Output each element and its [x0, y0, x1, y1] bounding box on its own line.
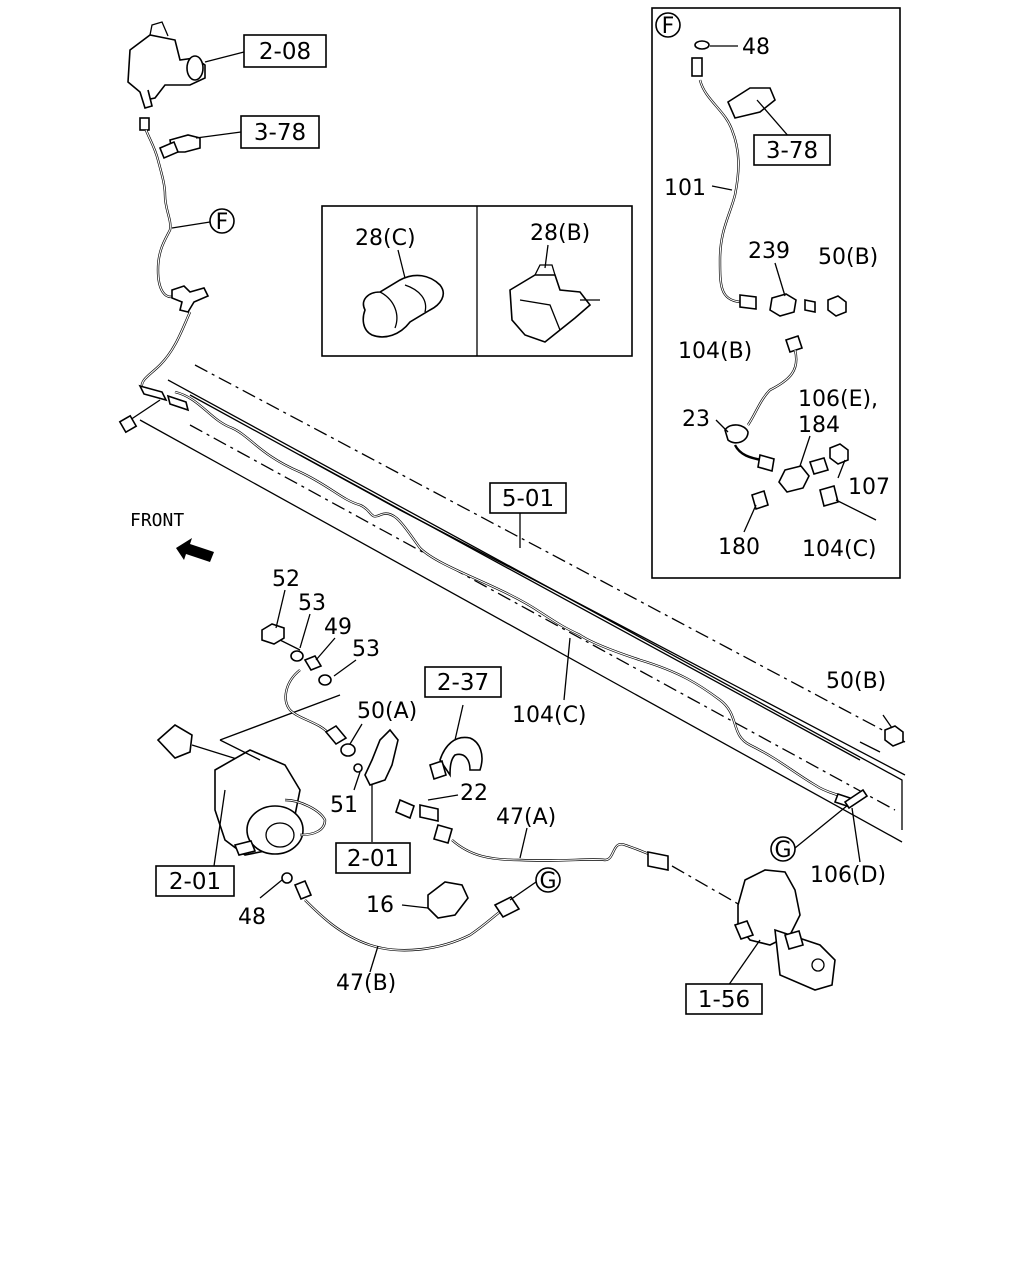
- part-labels: 28(C) 28(B) 48 101 239 50(B) 104(B) 23 1…: [238, 35, 890, 996]
- label-101: 101: [664, 176, 706, 201]
- label-106e: 106(E),: [798, 387, 878, 412]
- ref-5-01: 5-01: [502, 486, 554, 512]
- label-104c-inset: 104(C): [802, 537, 877, 562]
- brake-pipe-104c: [174, 390, 869, 810]
- label-22: 22: [460, 781, 488, 806]
- label-48-main: 48: [238, 905, 266, 930]
- ref-2-01-pump: 2-01: [169, 869, 221, 895]
- hose-47b-and-clip-16: [281, 872, 521, 952]
- label-104b: 104(B): [678, 339, 752, 364]
- circled-references: F F G G: [209, 12, 796, 894]
- label-50b-main: 50(B): [826, 669, 886, 694]
- frame-rail: [139, 364, 906, 843]
- front-arrow-icon: [176, 538, 214, 562]
- label-48-inset: 48: [742, 35, 770, 60]
- nut-50b-main: [884, 725, 904, 747]
- label-50a: 50(A): [357, 699, 417, 724]
- ref-g-right: G: [774, 838, 791, 863]
- label-51: 51: [330, 793, 358, 818]
- ref-f-inset: F: [662, 14, 675, 39]
- label-49: 49: [324, 615, 352, 640]
- label-28c: 28(C): [355, 226, 416, 251]
- valve-1-56: [733, 869, 836, 991]
- label-47a: 47(A): [496, 805, 556, 830]
- boxed-references: 2-08 3-78 3-78 5-01 2-37 2-01 2-01 1-56: [155, 34, 831, 1015]
- label-184: 184: [798, 413, 840, 438]
- label-47b: 47(B): [336, 971, 396, 996]
- ref-3-78: 3-78: [254, 120, 306, 146]
- label-239: 239: [748, 239, 790, 264]
- pump-assembly: [156, 694, 341, 856]
- bracket-and-hose-47a: [353, 728, 741, 906]
- ref-2-08: 2-08: [259, 39, 311, 65]
- fittings-52-53-49: [261, 623, 356, 757]
- label-106d: 106(D): [810, 863, 886, 888]
- label-16: 16: [366, 893, 394, 918]
- ref-1-56: 1-56: [698, 987, 750, 1013]
- detail-inset-f: [651, 7, 901, 579]
- ref-2-01-bracket: 2-01: [347, 846, 399, 872]
- leader-lines: [171, 45, 893, 987]
- ref-2-37: 2-37: [437, 670, 489, 696]
- label-28b: 28(B): [530, 221, 590, 246]
- master-cylinder: [127, 21, 206, 109]
- label-53-b: 53: [352, 637, 380, 662]
- front-label: FRONT: [130, 510, 184, 531]
- label-52: 52: [272, 567, 300, 592]
- ref-f-main: F: [216, 210, 229, 235]
- label-50b-inset: 50(B): [818, 245, 878, 270]
- label-180: 180: [718, 535, 760, 560]
- clip-inset: [321, 205, 633, 357]
- ref-g-left: G: [539, 869, 556, 894]
- label-53-a: 53: [298, 591, 326, 616]
- upper-hose-assembly: [118, 117, 210, 434]
- label-104c-main: 104(C): [512, 703, 587, 728]
- label-107: 107: [848, 475, 890, 500]
- ref-3-78-inset: 3-78: [766, 138, 818, 164]
- label-23: 23: [682, 407, 710, 432]
